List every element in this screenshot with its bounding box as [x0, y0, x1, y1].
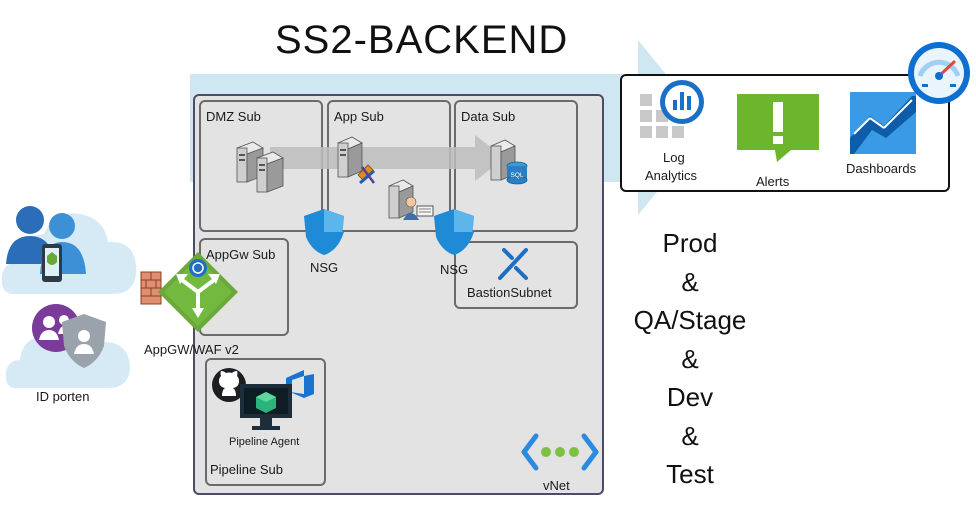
vnet-icon	[521, 433, 599, 471]
dashboards-icon	[850, 92, 916, 154]
nsg-shield-right-icon	[434, 209, 474, 255]
environment-item: Prod	[662, 228, 718, 258]
azure-devops-icon	[286, 370, 314, 398]
log-analytics-icon	[640, 80, 704, 138]
bastion-icon	[498, 248, 528, 280]
firewall-icon	[140, 271, 162, 305]
log-analytics-label-line1: Log	[663, 150, 685, 165]
environment-separator: &	[681, 420, 699, 451]
nsg-left-label: NSG	[310, 260, 339, 275]
environment-separator: &	[681, 266, 699, 297]
alerts-icon	[737, 94, 819, 162]
pipeline-agent-monitor-icon	[240, 384, 292, 430]
environment-item: Dev	[666, 382, 714, 412]
app-user-server-icon	[388, 179, 434, 220]
pipeline-subnet	[205, 358, 326, 486]
dashboards-label: Dashboards	[846, 161, 917, 176]
dmz-server-icon	[236, 141, 284, 193]
alerts-label: Alerts	[756, 174, 790, 189]
environment-separator: &	[681, 343, 699, 374]
app-gateway-icon	[158, 252, 238, 332]
appgw-subnet-label: AppGw Sub	[206, 247, 276, 262]
users-cloud-icon	[1, 206, 137, 294]
app-server-icon	[337, 136, 375, 185]
id-porten-cloud-icon	[5, 304, 130, 388]
appgw-waf-label: AppGW/WAF v2	[144, 342, 239, 357]
environment-item: Test	[666, 459, 714, 489]
pipeline-subnet-label: Pipeline Sub	[210, 462, 283, 477]
nsg-right-label: NSG	[440, 262, 469, 277]
sql-label: SQL	[510, 172, 523, 179]
environment-item: QA/Stage	[633, 305, 747, 335]
environments-list: Prod & QA/Stage & Dev & Test	[620, 224, 760, 494]
page-title: SS2-BACKEND	[275, 18, 569, 62]
dmz-subnet-label: DMZ Sub	[206, 109, 261, 124]
bastion-subnet	[454, 241, 578, 309]
bastion-subnet-label: BastionSubnet	[467, 285, 552, 300]
app-subnet-label: App Sub	[334, 109, 384, 124]
log-analytics-label-line2: Analytics	[645, 168, 698, 183]
sql-server-icon: SQL	[490, 139, 528, 185]
data-subnet-label: Data Sub	[461, 109, 516, 124]
gauge-icon	[908, 42, 970, 104]
github-icon	[212, 368, 246, 402]
id-porten-label: ID porten	[36, 389, 90, 404]
traffic-flow-arrow	[270, 135, 505, 181]
vnet-label: vNet	[543, 478, 570, 493]
nsg-shield-left-icon	[304, 209, 344, 255]
pipeline-agent-label: Pipeline Agent	[229, 436, 300, 448]
